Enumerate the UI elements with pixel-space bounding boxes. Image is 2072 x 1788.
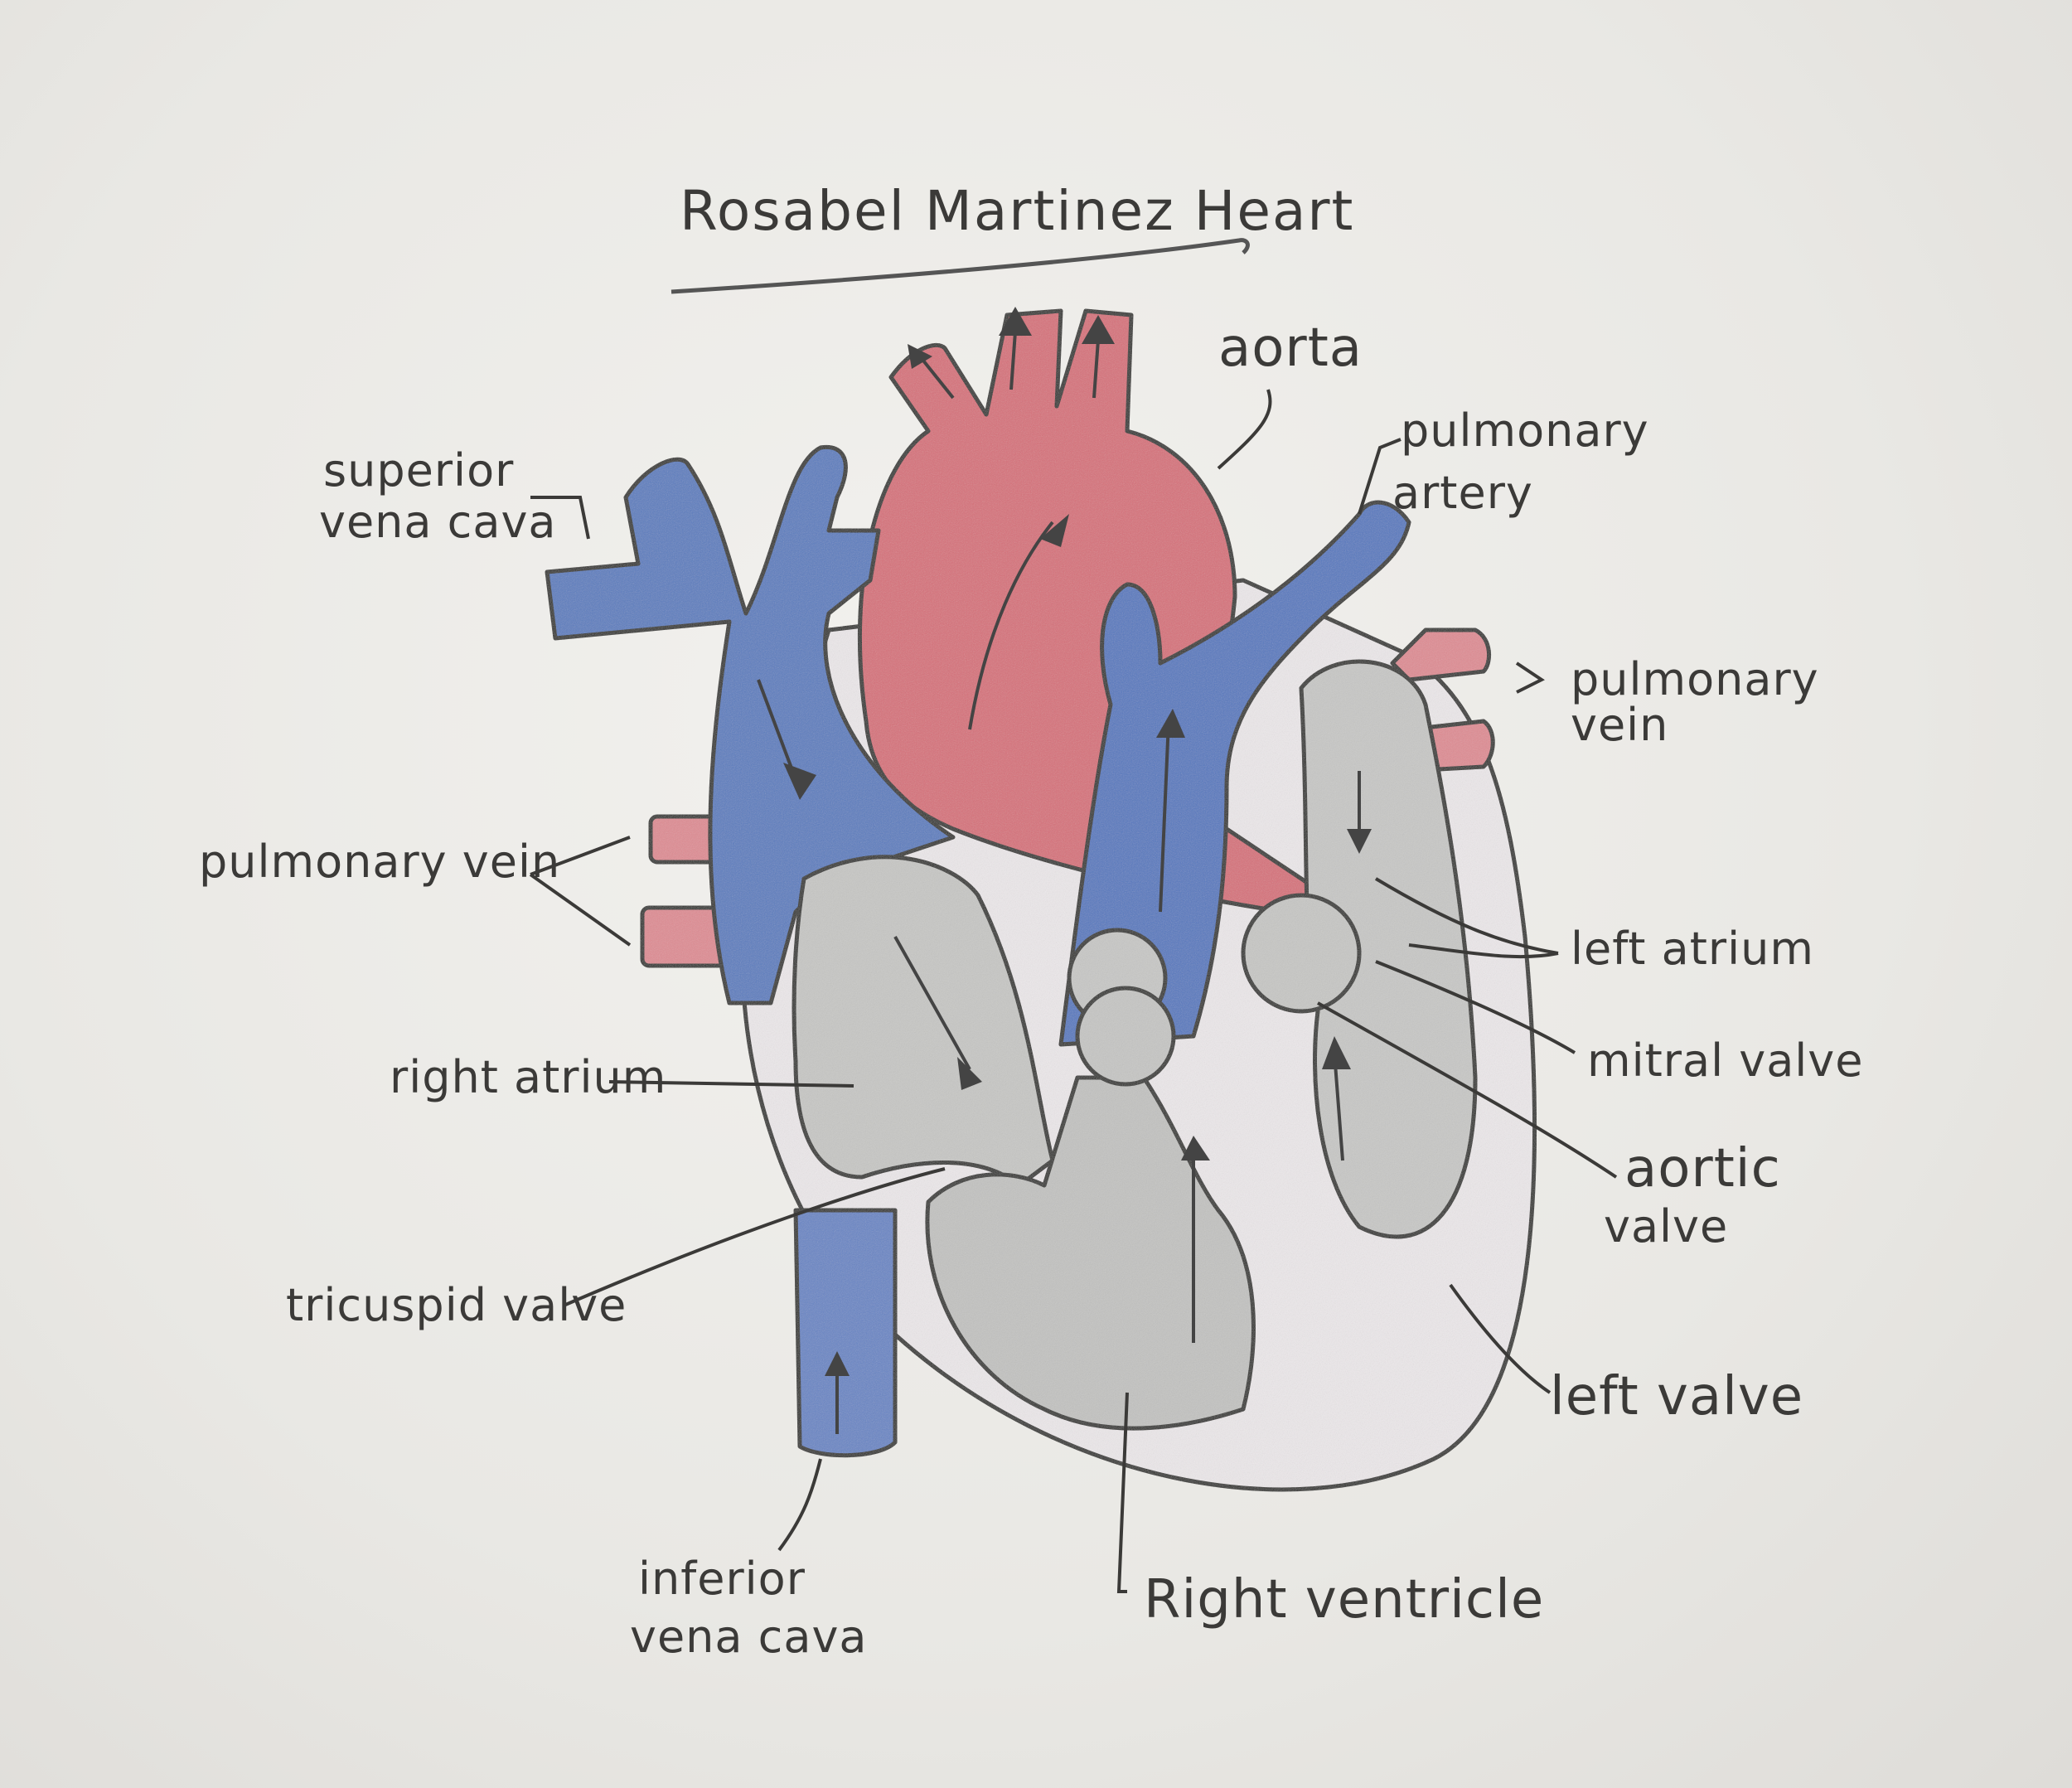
arrowhead	[999, 307, 1032, 336]
leader-line-left-valve	[1449, 1283, 1552, 1394]
leader-line-inferior-vena-cava	[777, 1458, 822, 1552]
arrowhead	[1082, 315, 1115, 344]
flow-arrow	[918, 355, 955, 400]
aortic-valve-circle-2	[1075, 986, 1176, 1087]
label-right-ventricle: Right ventricle	[1144, 1569, 1545, 1631]
leader-line-left-atrium-2	[1408, 943, 1559, 959]
flow-arrow	[1092, 339, 1100, 399]
label-pulmonary-vein-right-line1: pulmonary	[1571, 653, 1819, 705]
label-pulmonary-vein-left: pulmonary vein	[199, 836, 561, 888]
label-inferior-vena-cava-line1: inferior	[638, 1553, 806, 1605]
label-left-atrium: left atrium	[1571, 923, 1814, 975]
label-aortic-valve-line1: aortic	[1624, 1138, 1781, 1199]
leader-line-right-ventricle	[1116, 1392, 1129, 1593]
title-underline	[670, 238, 1250, 294]
arrowhead	[1156, 709, 1185, 738]
arrowhead	[1040, 514, 1069, 547]
inferior-vena-cava	[793, 1208, 898, 1458]
flow-arrow	[1333, 1052, 1344, 1161]
leader-line-pulmonary-vein-right	[1515, 661, 1545, 694]
leader-line-aorta	[1217, 389, 1272, 470]
label-superior-vena-cava-line1: superior	[323, 444, 515, 497]
leader-line-pulmonary-vein-left-1	[530, 836, 631, 876]
arrowhead	[1181, 1136, 1210, 1161]
arrowhead	[783, 763, 816, 800]
arrowhead	[825, 1351, 850, 1376]
label-left-valve: left valve	[1550, 1366, 1804, 1427]
flow-arrow	[757, 679, 797, 780]
label-aorta: aorta	[1218, 317, 1363, 379]
flow-arrow	[968, 521, 1054, 730]
flow-arrow	[893, 936, 971, 1070]
right-atrium-chamber	[792, 855, 1055, 1188]
label-aortic-valve-line2: valve	[1604, 1200, 1729, 1253]
label-superior-vena-cava-line2: vena cava	[319, 496, 557, 548]
leader-line-aortic-valve	[1317, 1001, 1618, 1179]
flow-arrow	[1159, 720, 1170, 913]
leader-line-right-atrium	[608, 1080, 854, 1088]
leader-line-tricuspid-valve	[563, 1167, 946, 1307]
label-tricuspid-valve: tricuspid valve	[286, 1279, 627, 1331]
leader-line-mitral-valve	[1375, 960, 1576, 1054]
right-ventricle-chamber	[925, 1075, 1256, 1431]
label-pulmonary-vein-right-line2: vein	[1571, 699, 1669, 751]
arrowhead	[957, 1057, 982, 1090]
label-inferior-vena-cava-line2: vena cava	[630, 1611, 868, 1663]
label-pulmonary-artery-line1: pulmonary	[1401, 405, 1649, 457]
diagram-title: Rosabel Martinez Heart	[680, 179, 1355, 243]
label-mitral-valve: mitral valve	[1587, 1035, 1864, 1087]
pulmonary-vein-right-upper	[1390, 627, 1492, 682]
leader-line-pulmonary-artery	[1358, 438, 1402, 515]
arrowhead	[1322, 1036, 1351, 1069]
leader-line-pulmonary-vein-left-2	[529, 873, 632, 947]
arrowhead	[1347, 829, 1372, 854]
flow-arrow	[1009, 331, 1017, 390]
label-pulmonary-artery-line2: artery	[1392, 467, 1533, 519]
mitral-valve-circle	[1241, 893, 1362, 1014]
leader-line-left-atrium-1	[1374, 877, 1559, 955]
label-right-atrium: right atrium	[390, 1051, 667, 1103]
pulmonary-artery	[1058, 500, 1411, 1047]
arrowhead	[908, 344, 932, 369]
leader-line-superior-vena-cava	[530, 496, 590, 540]
